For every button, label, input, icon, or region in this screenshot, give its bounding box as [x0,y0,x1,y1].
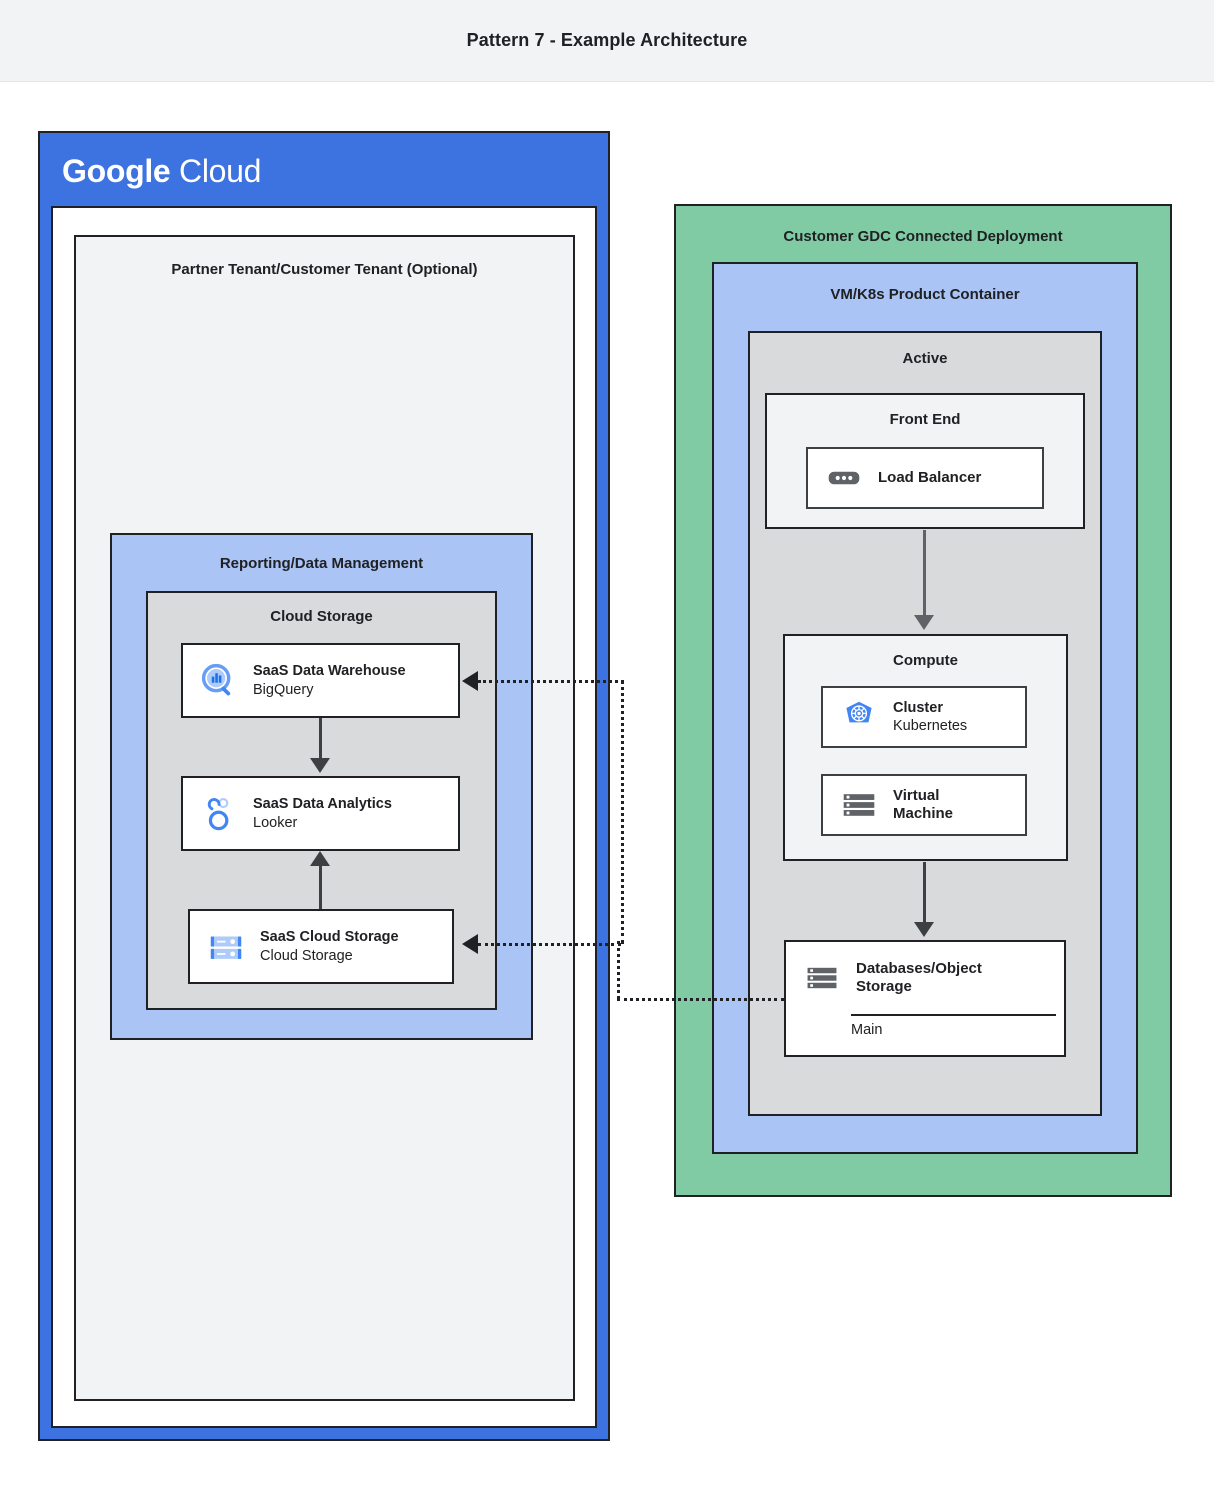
database-storage-icon [802,958,842,998]
load-balancer-card[interactable]: Load Balancer [806,447,1044,509]
saas-cloud-storage-title: SaaS Cloud Storage [260,929,399,946]
saas-data-warehouse-title: SaaS Data Warehouse [253,663,406,680]
saas-cloud-storage-card[interactable]: SaaS Cloud Storage Cloud Storage [188,909,454,984]
databases-line2: Storage [856,978,912,995]
front-end-label: Front End [889,411,961,428]
cluster-subtitle: Kubernetes [893,718,968,734]
vm-k8s-product-container-label: VM/K8s Product Container [830,286,1020,303]
compute-label: Compute [893,652,958,669]
active-label: Active [902,350,948,367]
dotted-to-saas-data-warehouse [478,680,624,683]
virtual-machine-card[interactable]: Virtual Machine [821,774,1027,836]
virtual-machine-line1: Virtual [893,787,940,804]
dotted-junction-riser [617,941,620,999]
cluster-card[interactable]: Cluster Kubernetes [821,686,1027,748]
virtual-machine-icon [839,785,879,825]
arrow-storage-to-analytics-head [310,851,330,866]
saas-data-analytics-card[interactable]: SaaS Data Analytics Looker [181,776,460,851]
google-cloud-logo: Google Cloud [62,153,261,190]
arrow-frontend-to-compute-head [914,615,934,630]
saas-data-warehouse-card[interactable]: SaaS Data Warehouse BigQuery [181,643,460,718]
arrow-warehouse-to-analytics-head [310,758,330,773]
kubernetes-icon [839,697,879,737]
saas-data-warehouse-subtitle: BigQuery [253,681,314,698]
header-bar: Pattern 7 - Example Architecture [0,0,1214,82]
saas-data-analytics-title: SaaS Data Analytics [253,796,392,813]
logo-google-text: Google [62,153,171,189]
dotted-to-saas-cloud-storage [478,943,621,946]
reporting-data-management-label: Reporting/Data Management [219,555,424,572]
arrow-storage-to-analytics-line [319,866,322,909]
customer-gdc-deployment-label: Customer GDC Connected Deployment [783,228,1063,245]
databases-object-storage-card[interactable]: Databases/Object Storage Main [784,940,1066,1057]
partner-tenant-label: Partner Tenant/Customer Tenant (Optional… [171,261,478,278]
cloud-storage-icon [206,927,246,967]
virtual-machine-line2: Machine [893,805,954,822]
logo-cloud-text: Cloud [179,153,262,189]
looker-icon [199,794,239,834]
saas-data-analytics-subtitle: Looker [253,814,298,831]
arrow-compute-to-databases-head [914,922,934,937]
arrow-frontend-to-compute-line [923,530,926,618]
saas-cloud-storage-subtitle: Cloud Storage [260,947,353,964]
databases-footer-label: Main [851,1022,883,1038]
arrow-head-saas-data-warehouse [462,671,478,691]
dotted-vertical-trunk [621,680,624,944]
page-title: Pattern 7 - Example Architecture [466,30,748,50]
arrow-compute-to-databases-line [923,862,926,924]
bigquery-icon [199,661,239,701]
arrow-head-saas-cloud-storage [462,934,478,954]
databases-header: Databases/Object Storage [786,942,1064,1014]
load-balancer-icon [824,458,864,498]
databases-divider [851,1014,1056,1016]
cluster-title: Cluster [893,699,943,716]
dotted-databases-to-junction [617,998,784,1001]
load-balancer-label: Load Balancer [878,469,982,486]
databases-line1: Databases/Object [856,960,982,977]
arrow-warehouse-to-analytics-line [319,718,322,761]
cloud-storage-group-label: Cloud Storage [270,608,373,625]
